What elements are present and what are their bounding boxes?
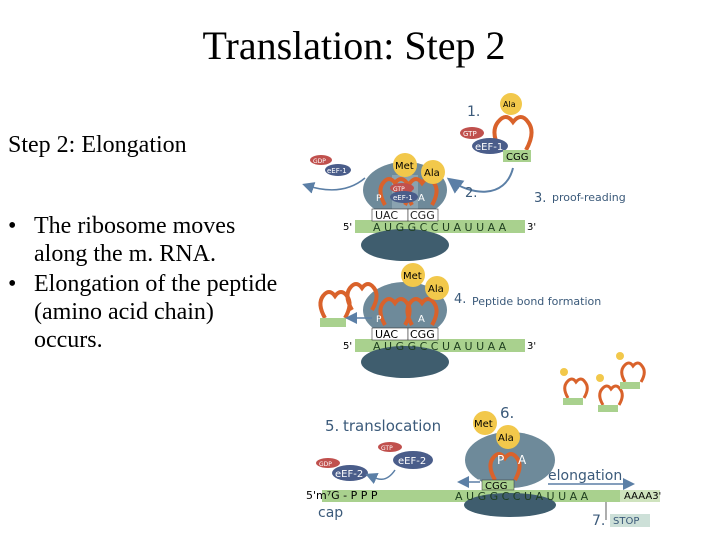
- eef1-released: [325, 164, 351, 176]
- arrow-release: [365, 469, 396, 485]
- step-3-label: 3.: [534, 191, 546, 206]
- bullet-glyph: •: [8, 271, 17, 297]
- gdp-label: GDP: [319, 461, 332, 468]
- gtp-bubble: [390, 183, 414, 193]
- slide-subtitle: Step 2: Elongation: [8, 132, 187, 158]
- amino-ala: [421, 160, 445, 184]
- anticodon-p: UAC: [375, 209, 398, 222]
- elongation-label: elongation: [548, 468, 622, 484]
- free-trna-pool: [560, 352, 646, 412]
- trna-released: [318, 290, 352, 319]
- slide-title: Translation: Step 2: [202, 23, 506, 68]
- bullet-glyph: •: [8, 213, 17, 239]
- translocation-label: translocation: [343, 417, 441, 435]
- label-ala: Ala: [424, 168, 440, 179]
- eef-bubble: [390, 191, 418, 203]
- mrna-sequence: A U G G C C U A U U A A: [373, 221, 507, 234]
- stop-box: [610, 514, 650, 527]
- anticodon-a: CGG: [410, 209, 435, 222]
- a-site: A: [418, 193, 425, 204]
- amino-met: [401, 263, 425, 287]
- label-met: Met: [474, 419, 493, 430]
- step-1-label: 1.: [467, 104, 480, 120]
- eef1-label: eEF-1: [475, 142, 503, 153]
- polya-tail: [620, 490, 660, 502]
- eef1-released-label: eEF-1: [327, 167, 347, 175]
- p-site: P: [376, 194, 382, 204]
- label-ala: Ala: [428, 284, 444, 295]
- anticodon-incoming: CGG: [506, 152, 528, 163]
- eef-small: eEF-1: [393, 194, 413, 202]
- mrna-5prime: 5': [343, 341, 352, 352]
- codon-box-incoming: [503, 150, 531, 162]
- label-met: Met: [403, 271, 422, 282]
- gdp-released: [310, 155, 332, 165]
- amino-ala: [496, 425, 520, 449]
- ribosome: [465, 432, 555, 488]
- bullet-item: • Elongation of the peptide (amino acid c…: [8, 270, 288, 354]
- anticodon-p: UAC: [375, 328, 398, 341]
- gtp-label: GTP: [463, 130, 477, 138]
- gdp-label: GDP: [313, 158, 326, 165]
- mrna-5prime: 5': [343, 222, 352, 233]
- cap-label: cap: [318, 505, 343, 521]
- amino-met: [473, 411, 497, 435]
- bullet-text: Elongation of the peptide (amino acid ch…: [34, 271, 278, 353]
- step-4-label: 4.: [454, 292, 466, 307]
- panel-3: 5. translocation 6. Met Ala P A E CGG GT…: [306, 404, 661, 529]
- bullet-list: • The ribosome moves along the m. RNA. • E…: [8, 212, 288, 356]
- amino-ala-incoming: [500, 93, 522, 115]
- label-ala: Ala: [498, 433, 514, 444]
- label-ala-incoming: Ala: [503, 100, 516, 109]
- panel-1: UAC CGG Met Ala P A GTP eEF-1 5' A U G G…: [302, 93, 626, 261]
- polya-label: AAAA3': [624, 491, 661, 502]
- anticodon-a: CGG: [410, 328, 435, 341]
- gtp-small: GTP: [393, 186, 405, 193]
- eef2-label: eEF-2: [398, 456, 426, 467]
- mrna-sequence: A U G G C C U A U U A A: [373, 340, 507, 353]
- e-site: E: [475, 479, 481, 489]
- gdp-bubble: [316, 458, 340, 468]
- proofreading-label: proof-reading: [552, 191, 626, 204]
- mrna-3prime: 3': [527, 341, 536, 352]
- step-2-label: 2.: [465, 186, 477, 201]
- p-site: P: [376, 315, 382, 325]
- trna-released: [345, 282, 379, 311]
- p-site: P: [497, 453, 504, 467]
- bullet-item: • The ribosome moves along the m. RNA.: [8, 212, 288, 268]
- gtp-bubble: [378, 442, 402, 452]
- amino-met: [393, 153, 417, 177]
- a-site: A: [518, 453, 527, 467]
- eef1-incoming: [472, 138, 508, 154]
- trna-incoming: [492, 115, 534, 151]
- step-6-label: 6.: [500, 404, 514, 422]
- bullet-text: The ribosome moves along the m. RNA.: [34, 213, 236, 267]
- gtp-incoming: [460, 127, 484, 139]
- mrna-sequence: A U G G C C U A U U A A: [455, 490, 589, 503]
- arrow-binding: [446, 167, 514, 194]
- eef2-bubble: [393, 451, 433, 469]
- stop-label: STOP: [613, 516, 639, 527]
- amino-ala: [425, 276, 449, 300]
- gtp-label: GTP: [381, 445, 393, 452]
- step-7-label: 7.: [592, 513, 605, 529]
- panel-2: UAC CGG Met Ala P A 4. Peptide bond form…: [318, 263, 646, 412]
- eef2-released-label: eEF-2: [335, 469, 363, 480]
- label-met: Met: [395, 161, 414, 172]
- arrow-release: [302, 177, 366, 194]
- cap-sequence: 5'm⁷G - P P P: [306, 489, 378, 502]
- a-site: A: [418, 314, 425, 325]
- eef2-released: [332, 465, 368, 481]
- anticodon: CGG: [485, 481, 507, 492]
- mrna-3prime: 3': [527, 222, 536, 233]
- peptide-bond-label: Peptide bond formation: [472, 295, 601, 308]
- step-5-label: 5.: [325, 417, 339, 435]
